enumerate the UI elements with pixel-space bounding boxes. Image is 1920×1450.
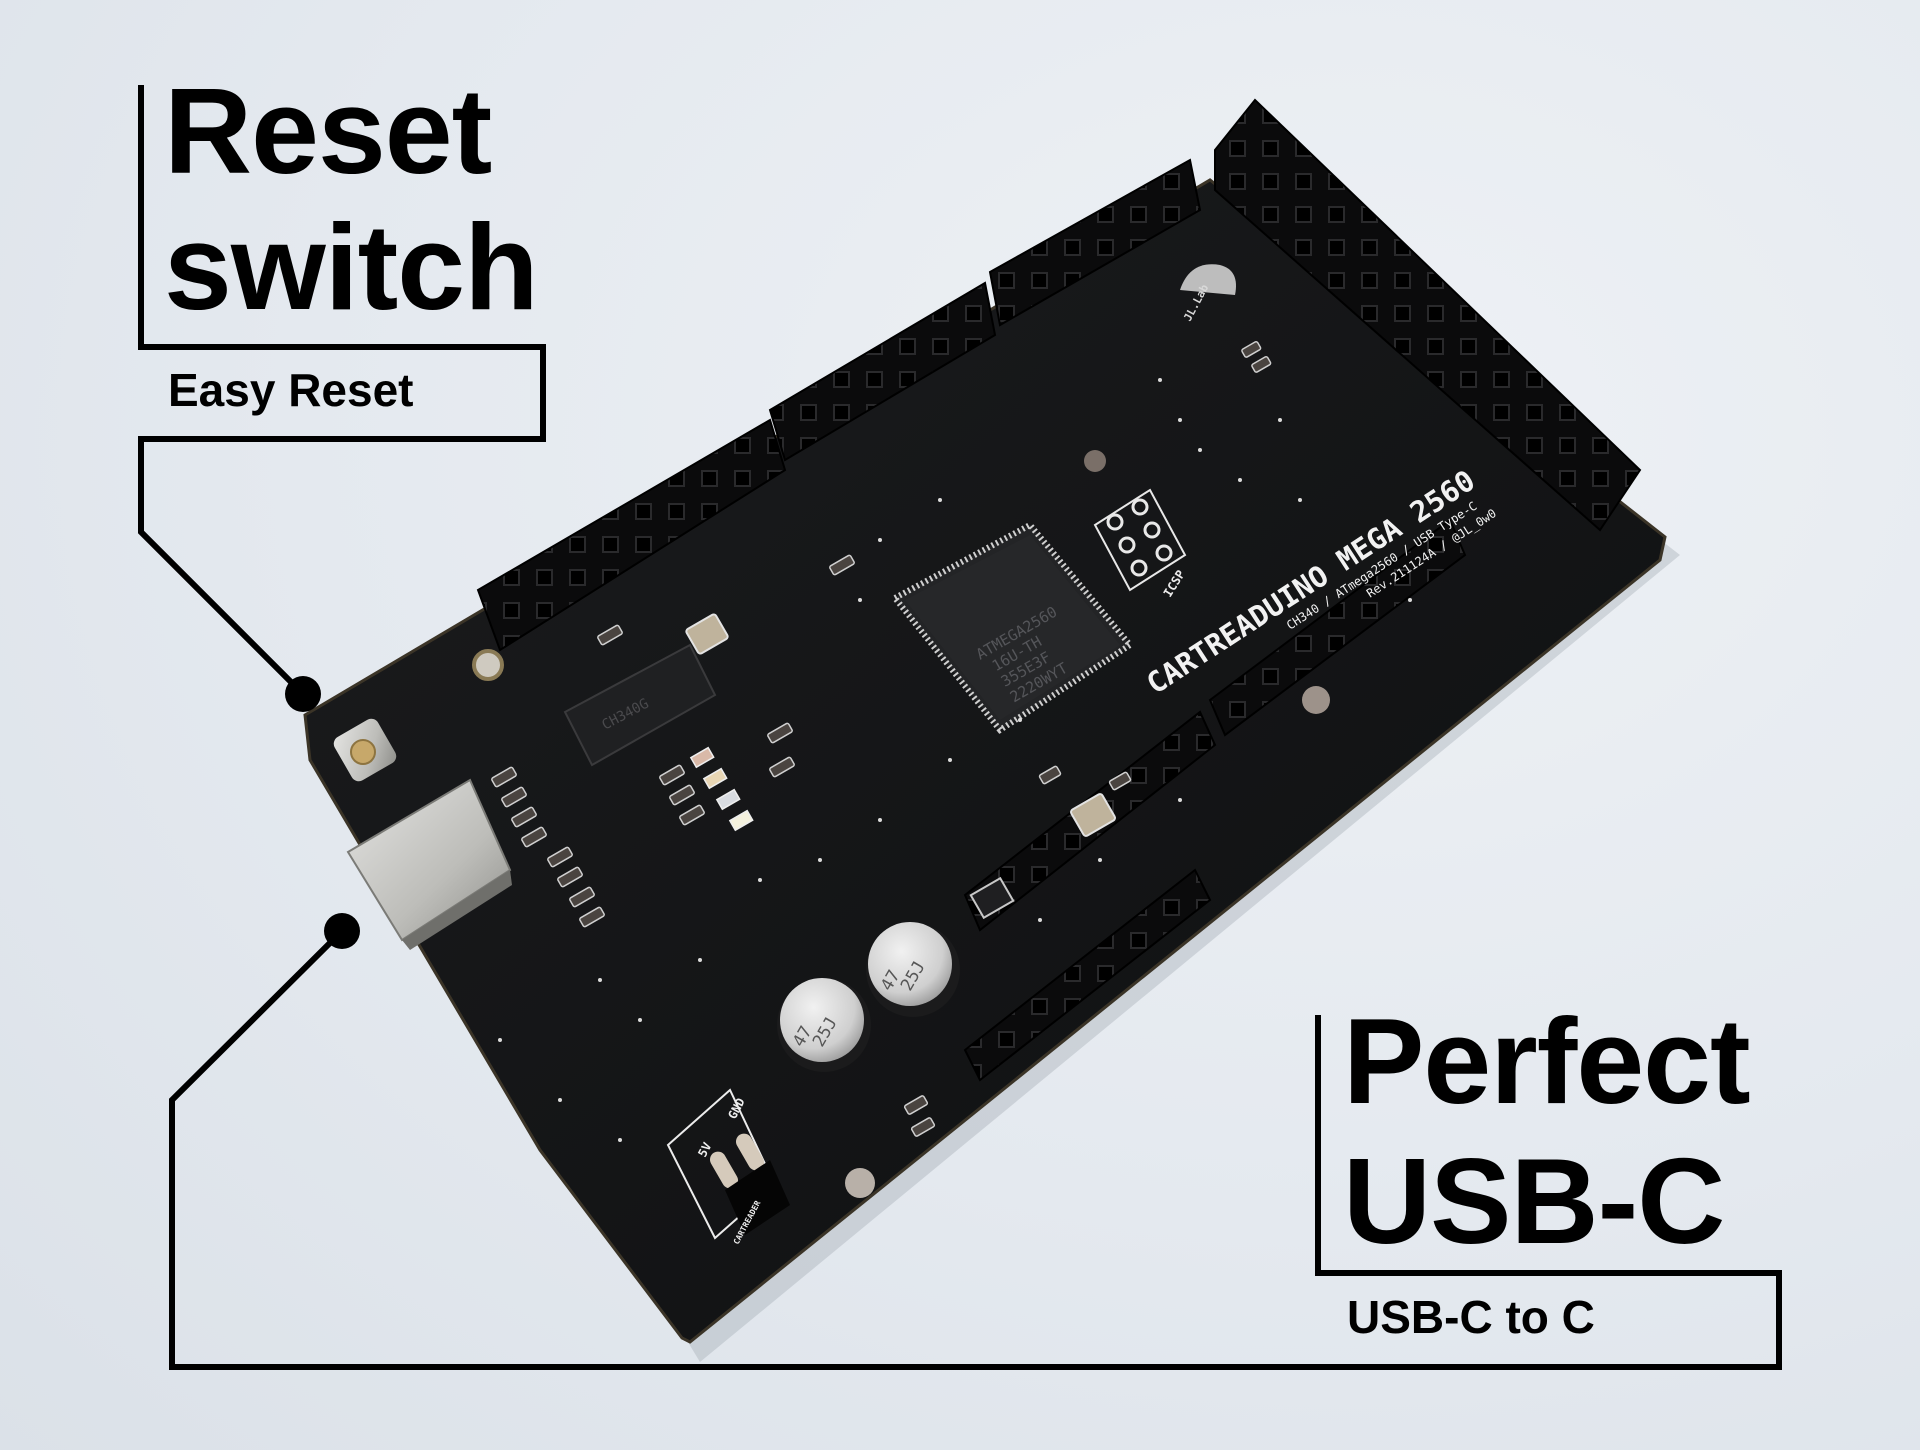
capacitors: 47 25J 47 25J: [777, 922, 960, 1072]
crystal-oscillator: [1070, 793, 1116, 837]
usb-callout-title-line2: USB-C: [1343, 1133, 1725, 1269]
header-segment-3: [988, 158, 1202, 327]
mounting-holes: [472, 450, 1330, 1198]
usb-callout-frame: [169, 928, 1782, 1370]
reset-button: [333, 718, 397, 782]
smd-components: [491, 341, 1272, 1137]
header-row-top: [476, 158, 1202, 652]
usb-serial-chip: CH340G: [563, 643, 717, 767]
reset-callout-title-line2: switch: [164, 199, 539, 335]
usb-callout-subtitle: USB-C to C: [1347, 1291, 1595, 1343]
reset-callout-subtitle: Easy Reset: [168, 364, 414, 416]
cartreader-power-header: 5V GND CARTREADER: [666, 1088, 790, 1246]
callout-lines: [138, 85, 1782, 1370]
crystal-oscillator: [685, 613, 729, 655]
usb-callout-title-line1: Perfect: [1343, 993, 1751, 1129]
usb-callout-dot: [324, 913, 360, 949]
header-bottom-2: [1208, 518, 1467, 737]
mounting-hole: [1302, 686, 1330, 714]
microcontroller-chip: ATMEGA2560 16U-TH 355E3F 2220WYT: [890, 521, 1135, 735]
header-label-5v: 5V: [695, 1140, 714, 1159]
mounting-hole: [472, 649, 504, 681]
capacitor: 47 25J: [866, 922, 960, 1017]
reset-callout-title-line1: Reset: [164, 63, 492, 199]
usb-c-port: [346, 778, 512, 950]
reset-callout-frame: [138, 85, 546, 697]
voltage-regulator: [969, 876, 1015, 920]
capacitor: 47 25J: [777, 978, 871, 1072]
mounting-hole: [1084, 450, 1106, 472]
pcb-vias: [498, 378, 1412, 1142]
header-segment-2: [768, 281, 997, 462]
mounting-hole: [845, 1168, 875, 1198]
header-segment-1: [476, 418, 787, 652]
status-leds: [689, 746, 754, 832]
header-double-row: [1214, 98, 1642, 532]
header-bottom-4: [963, 868, 1212, 1082]
reset-callout-dot: [285, 676, 321, 712]
